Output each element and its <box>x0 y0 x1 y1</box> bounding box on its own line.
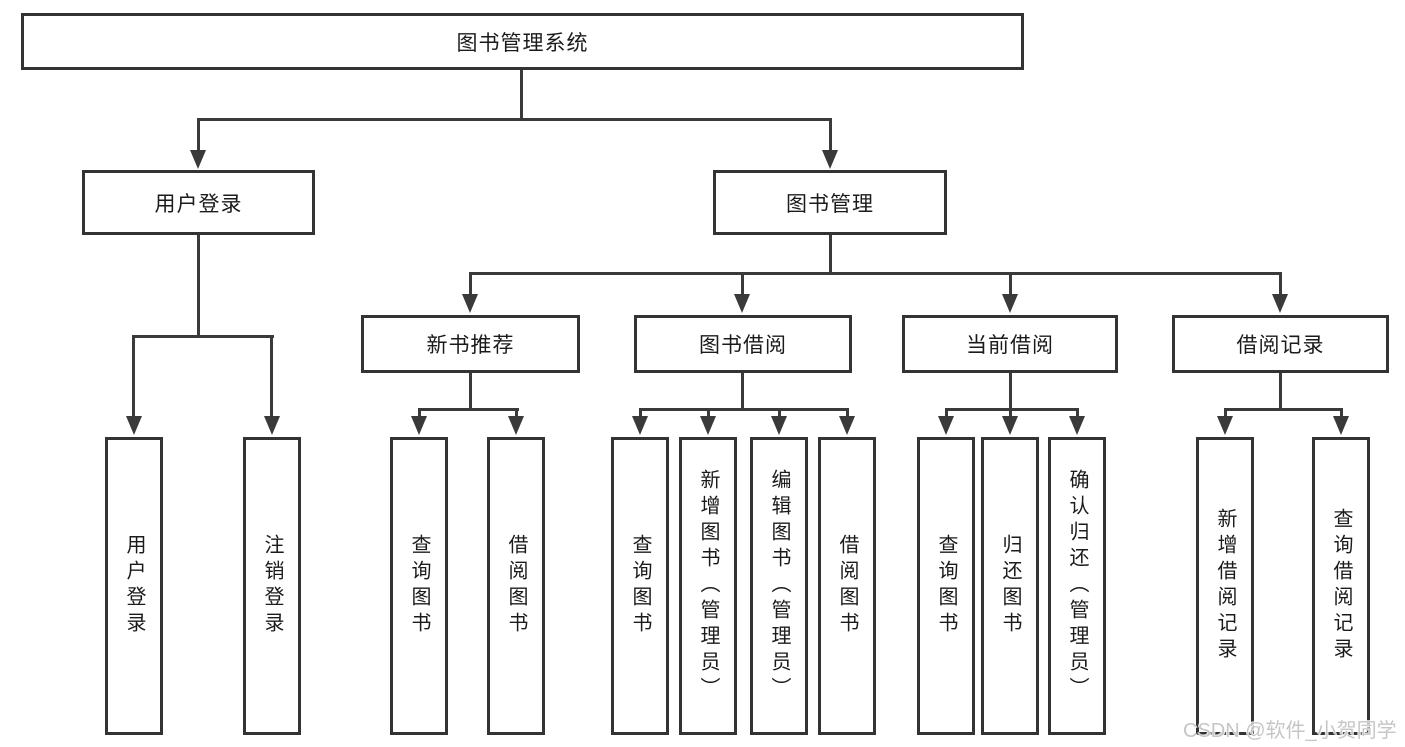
arrowhead-down-icon <box>508 416 524 435</box>
connector-user-login-stem <box>197 235 200 338</box>
leaf-edit-book-admin: 编辑图书（管理员） <box>750 437 808 735</box>
node-user-login: 用户登录 <box>82 170 315 235</box>
csdn-watermark: CSDN @软件_小贺同学 <box>1183 720 1397 742</box>
node-book-borrow: 图书借阅 <box>634 315 852 373</box>
arrowhead-down-icon <box>771 416 787 435</box>
connector-leaf-stem <box>1076 408 1079 418</box>
leaf-user-login-action: 用户登录 <box>105 437 163 735</box>
arrowhead-down-icon <box>700 416 716 435</box>
connector-to-book-management <box>829 118 832 153</box>
connector-to-borrow-record <box>1279 272 1282 297</box>
arrowhead-down-icon <box>938 416 954 435</box>
connector-leaf-stem <box>846 408 849 418</box>
leaf-borrow-query-book: 查询图书 <box>611 437 669 735</box>
leaf-logout-action: 注销登录 <box>243 437 301 735</box>
leaf-return-book: 归还图书 <box>981 437 1039 735</box>
arrowhead-down-icon <box>1069 416 1085 435</box>
leaf-current-query-book: 查询图书 <box>917 437 975 735</box>
arrowhead-down-icon <box>411 416 427 435</box>
connector-current-borrow-bar <box>945 408 1079 411</box>
connector-book-borrow-stem <box>741 373 744 411</box>
connector-leaf-stem <box>707 408 710 418</box>
arrowhead-down-icon <box>264 416 280 435</box>
connector-root-stem <box>520 70 523 118</box>
leaf-confirm-return-admin: 确认归还（管理员） <box>1048 437 1106 735</box>
leaf-newbook-borrow-book: 借阅图书 <box>487 437 545 735</box>
leaf-add-book-admin: 新增图书（管理员） <box>679 437 737 735</box>
connector-new-book-bar <box>418 408 519 411</box>
connector-leaf-stem <box>945 408 948 418</box>
connector-borrow-record-bar <box>1224 408 1343 411</box>
connector-leaf-stem <box>1224 408 1227 418</box>
connector-leaf-stem <box>1340 408 1343 418</box>
connector-root-bar <box>197 118 832 121</box>
node-current-borrow: 当前借阅 <box>902 315 1118 373</box>
arrowhead-down-icon <box>1002 294 1018 313</box>
connector-current-borrow-stem <box>1009 373 1012 411</box>
connector-to-new-book <box>469 272 472 297</box>
connector-to-current-borrow <box>1009 272 1012 297</box>
connector-leaf-stem <box>418 408 421 418</box>
arrowhead-down-icon <box>1217 416 1233 435</box>
leaf-borrow-borrow-book: 借阅图书 <box>818 437 876 735</box>
leaf-add-borrow-record: 新增借阅记录 <box>1196 437 1254 735</box>
connector-new-book-stem <box>469 373 472 411</box>
connector-to-logout-leaf <box>270 335 273 418</box>
connector-book-mgmt-stem <box>829 235 832 275</box>
connector-leaf-stem <box>1009 408 1012 418</box>
arrowhead-down-icon <box>126 416 142 435</box>
arrowhead-down-icon <box>1272 294 1288 313</box>
arrowhead-down-icon <box>839 416 855 435</box>
connector-leaf-stem <box>778 408 781 418</box>
connector-book-mgmt-bar <box>469 272 1282 275</box>
arrowhead-down-icon <box>1002 416 1018 435</box>
connector-borrow-record-stem <box>1279 373 1282 411</box>
arrowhead-down-icon <box>822 150 838 169</box>
arrowhead-down-icon <box>1333 416 1349 435</box>
connector-user-login-bar <box>132 335 274 338</box>
connector-leaf-stem <box>515 408 518 418</box>
node-root-library-system: 图书管理系统 <box>21 13 1024 70</box>
leaf-newbook-query-book: 查询图书 <box>390 437 448 735</box>
leaf-query-borrow-record: 查询借阅记录 <box>1312 437 1370 735</box>
connector-leaf-stem <box>639 408 642 418</box>
connector-to-book-borrow <box>741 272 744 297</box>
connector-to-user-login-leaf <box>132 335 135 418</box>
arrowhead-down-icon <box>190 150 206 169</box>
arrowhead-down-icon <box>462 294 478 313</box>
connector-to-user-login <box>197 118 200 153</box>
connector-book-borrow-bar <box>639 408 849 411</box>
node-book-management: 图书管理 <box>713 170 947 235</box>
node-new-book-recommend: 新书推荐 <box>361 315 580 373</box>
arrowhead-down-icon <box>632 416 648 435</box>
node-borrow-record: 借阅记录 <box>1172 315 1389 373</box>
arrowhead-down-icon <box>734 294 750 313</box>
